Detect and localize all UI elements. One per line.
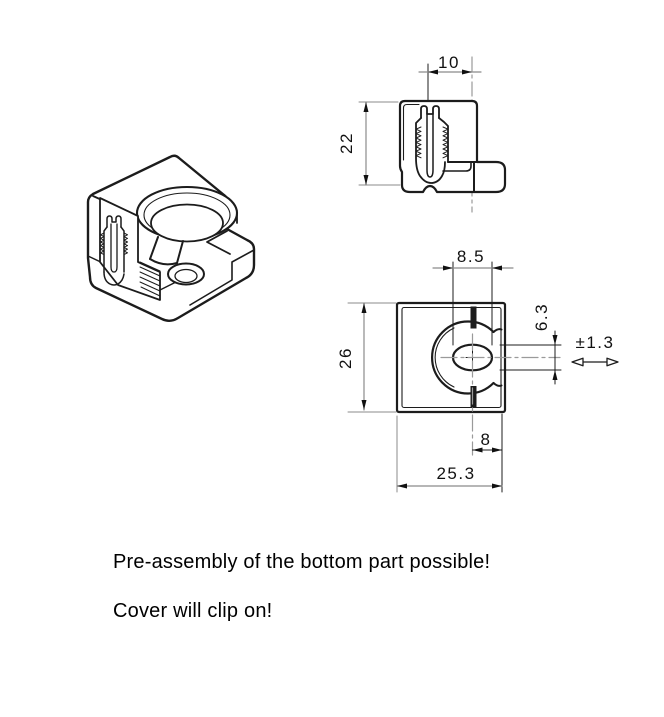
dim26-arrow-top	[361, 303, 367, 313]
dim253-arrow-right	[492, 483, 502, 489]
isometric-view	[86, 154, 256, 322]
iso-foot-top-edge	[206, 230, 231, 255]
dim8-arrow-left	[472, 447, 483, 453]
iso-base-hole-inner	[174, 268, 198, 284]
iso-opening-sill	[149, 258, 178, 266]
dim-text-26: 26	[336, 347, 355, 369]
iso-foot-inner-edge	[189, 249, 255, 306]
side-clip-ears	[420, 105, 440, 119]
top-c-ring-inner	[434, 327, 455, 388]
side-clip-slot	[426, 113, 434, 178]
iso-recess-floor	[150, 203, 224, 243]
iso-clip-channel-left	[103, 226, 108, 273]
dim85-arrow-left	[443, 265, 453, 271]
iso-clip-serration-right	[123, 232, 128, 256]
dim63-arrow-bottom	[552, 370, 558, 380]
side-inner-wall	[402, 103, 420, 161]
dim22-arrow-bottom	[363, 175, 369, 185]
dim22-arrow-top	[363, 102, 369, 112]
note-cover-clip: Cover will clip on!	[113, 600, 273, 622]
dim-text-tolerance: ±1.3	[576, 333, 615, 352]
dim-text-8-5: 8.5	[457, 247, 485, 266]
dim10-arrow-left	[428, 69, 438, 75]
dim85-arrow-right	[492, 265, 502, 271]
side-clip-serration-left	[415, 126, 422, 159]
iso-clip-serration-left	[100, 232, 105, 256]
iso-opening-edge-left	[149, 236, 159, 260]
top-c-ring-curl-top	[492, 328, 503, 333]
dim8-arrow-right	[492, 447, 502, 453]
dim-text-25-3: 25.3	[436, 464, 475, 483]
side-section-view	[358, 56, 507, 213]
top-wall-bar-upper	[470, 306, 477, 329]
dim10-arrow-right	[462, 69, 472, 75]
iso-clip-ears	[106, 215, 122, 228]
dim-text-22: 22	[337, 132, 356, 154]
side-clip-serration-right	[442, 126, 449, 159]
dim-text-8: 8	[481, 430, 492, 449]
dim-text-6-3: 6.3	[532, 303, 551, 331]
iso-clip-bottom	[103, 271, 125, 286]
iso-section-hatch	[139, 261, 161, 297]
top-c-ring-curl-bottom	[492, 382, 503, 387]
dim253-arrow-left	[397, 483, 407, 489]
dim26-arrow-bottom	[361, 400, 367, 410]
top-wall-bar-lower	[470, 386, 477, 408]
side-step-inner	[442, 161, 472, 172]
dim63-arrow-top	[552, 335, 558, 345]
iso-clip-channel-right	[120, 226, 125, 273]
tolerance-float-arrow-left	[571, 357, 584, 367]
tolerance-float-arrow-right	[606, 357, 619, 367]
top-c-ring-outer	[430, 320, 495, 395]
top-view	[347, 261, 619, 493]
dim-text-10: 10	[438, 53, 460, 72]
side-clip-right-wall	[438, 117, 449, 163]
side-clip-left-wall	[415, 117, 446, 184]
iso-base-hole-outer	[167, 262, 205, 286]
note-preassembly: Pre-assembly of the bottom part possible…	[113, 551, 491, 573]
iso-clip-slot	[110, 223, 118, 273]
dimension-texts: 10 22 8.5 6.3 ±1.3 26 8 25.3	[336, 53, 615, 483]
iso-opening-edge-right	[176, 240, 184, 264]
